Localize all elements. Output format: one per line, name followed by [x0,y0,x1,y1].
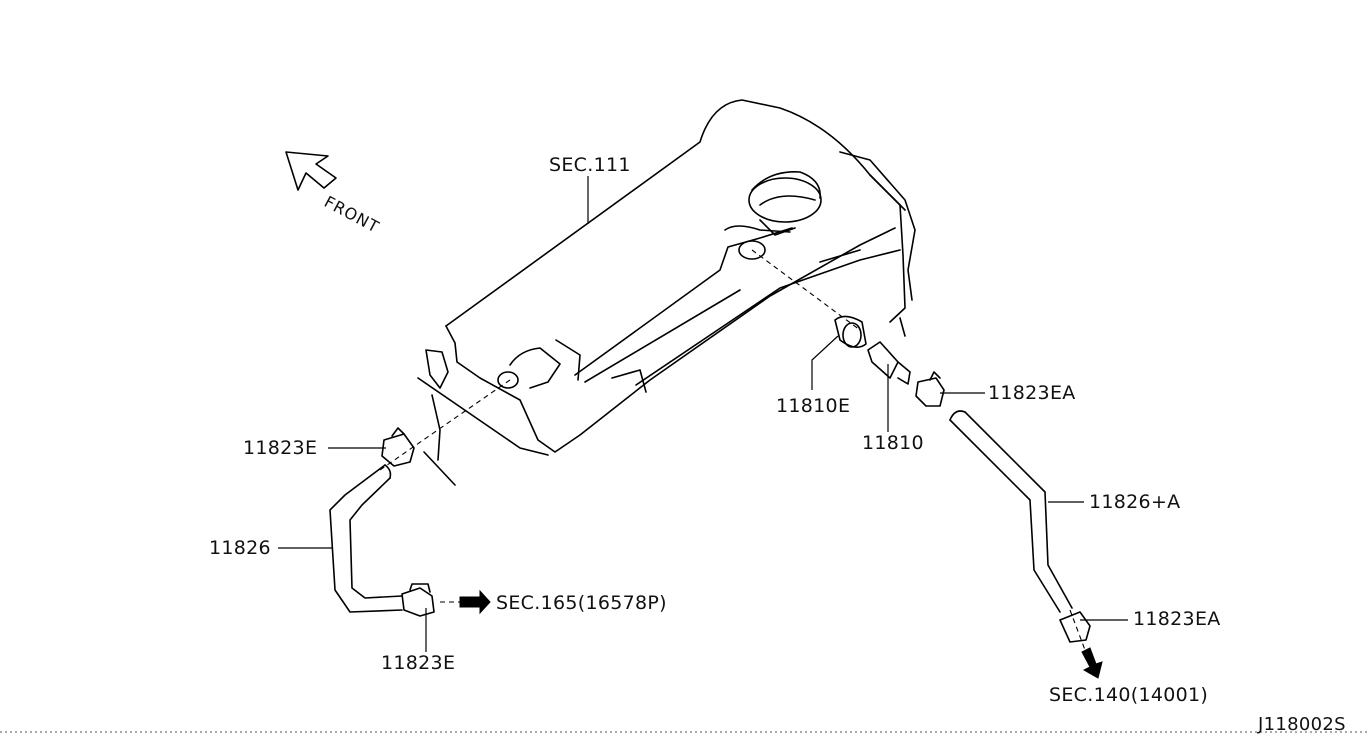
label-11810: 11810 [862,432,924,454]
label-11823EA-bottom: 11823EA [1133,608,1221,630]
label-11826: 11826 [209,537,271,559]
rocker-cover [417,99,916,486]
centerline-pcv [751,249,861,331]
hose-11826-outer [329,464,403,613]
label-sec111: SEC.111 [549,154,631,176]
label-11823E-bottom: 11823E [381,652,456,674]
clamp-11823EA-top [915,371,945,407]
label-sec165: SEC.165(16578P) [496,592,667,614]
front-arrow-icon [285,151,337,191]
hose-11826-inner [349,477,403,599]
label-11823EA-top: 11823EA [988,382,1076,404]
label-11810E: 11810E [776,395,851,417]
arrow-sec165-icon [459,589,491,615]
label-sec140: SEC.140(14001) [1049,684,1209,706]
centerline-sec140 [1069,609,1086,651]
clamp-11823EA-bottom [1059,611,1091,643]
label-11826A: 11826+A [1089,491,1181,513]
label-11823E-left: 11823E [243,437,318,459]
leader-lines [278,176,1128,652]
clamp-11823E-left [381,427,415,467]
hose-11826A-inner [964,411,1073,609]
hose-11826A-outer [949,419,1061,613]
drawing-id: J118002S [1258,714,1346,735]
grommet-11810E [834,315,867,348]
arrow-sec140-icon [1081,647,1103,679]
pcv-valve-11810 [867,341,911,385]
centerline-left [379,379,511,471]
clamp-11823E-bottom [401,583,435,617]
